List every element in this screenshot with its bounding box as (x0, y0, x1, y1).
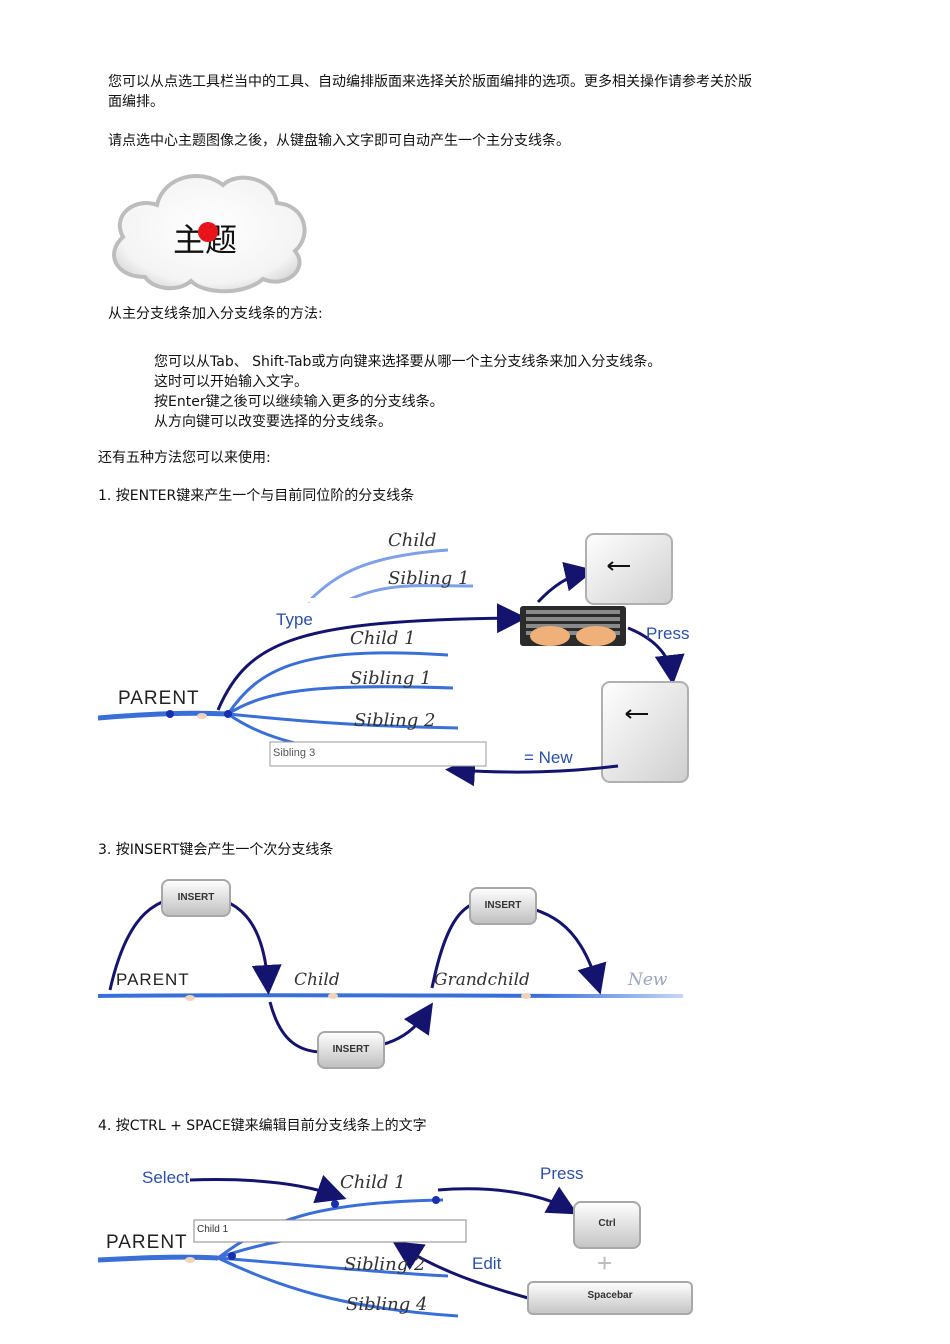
branch-sibling4 (217, 1256, 459, 1318)
label-new: New (628, 970, 668, 990)
select-arrow (189, 1174, 347, 1204)
insert-diagram-svg (97, 879, 684, 1069)
label-new: = New (524, 748, 573, 767)
label-press: Press (540, 1164, 584, 1183)
plus-sign: + (597, 1248, 613, 1278)
label-parent: PARENT (118, 688, 200, 709)
section4-title: 4. 按CTRL + SPACE键来编辑目前分支线条上的文字 (98, 1118, 427, 1134)
press-arrow (437, 1186, 578, 1215)
label-child1: Child 1 (350, 628, 416, 649)
label-child-top: Child (388, 530, 437, 551)
spacebar-key-label: Spacebar (587, 1290, 633, 1301)
label-sibling1: Sibling 1 (350, 668, 432, 689)
method-item: 按Enter键之後可以继续输入更多的分支线条。 (154, 394, 444, 410)
ctrl-key-label: Ctrl (598, 1218, 616, 1229)
left-hand-icon (530, 626, 570, 646)
section1-title: 1. 按ENTER键来产生一个与目前同位阶的分支线条 (98, 488, 415, 504)
insert-key-2-label: INSERT (332, 1044, 370, 1055)
red-dot-icon (198, 222, 218, 242)
label-sibling2: Sibling 2 (354, 710, 436, 731)
label-sibling4: Sibling 4 (346, 1294, 428, 1315)
method-list: 您可以从Tab、 Shift-Tab或方向键来选择要从哪一个主分支线条来加入分支… (154, 352, 794, 432)
cloud-figure: 主题 (105, 165, 315, 300)
label-press: Press (646, 624, 690, 643)
insert-key-1-label: INSERT (177, 892, 215, 903)
type-arrow (216, 603, 527, 711)
parent-branch (97, 1254, 219, 1263)
method-item: 您可以从Tab、 Shift-Tab或方向键来选择要从哪一个主分支线条来加入分支… (154, 354, 662, 370)
main-line (97, 993, 684, 998)
branch-sibling1-top (347, 584, 474, 602)
spacebar-key-icon (527, 1281, 693, 1315)
label-parent: PARENT (116, 970, 190, 989)
ctrl-key-icon (573, 1201, 641, 1249)
intro-line-1: 您可以从点选工具栏当中的工具、自动编排版面来选择关於版面编排的选项。更多相关操作… (108, 74, 752, 90)
press-arrow (627, 626, 685, 685)
branch-child-top (306, 548, 449, 604)
insert-key-2-icon (317, 1031, 385, 1069)
intro-line-2: 面编排。 (108, 94, 164, 110)
label-type: Type (276, 610, 313, 629)
insert-key-3-label: INSERT (484, 900, 522, 911)
label-grandchild: Grandchild (434, 970, 530, 990)
arrow-to-enter-key (536, 561, 595, 604)
method-heading: 从主分支线条加入分支线条的方法: (108, 306, 323, 322)
method-item: 这时可以开始输入文字。 (154, 374, 308, 390)
diagram-enter: Child Sibling 1 Type Child 1 Sibling 1 S… (97, 520, 698, 800)
edit-arrow (392, 1241, 529, 1300)
insert-key-3-icon (469, 887, 537, 925)
intro-paragraph: 您可以从点选工具栏当中的工具、自动编排版面来选择关於版面编排的选项。更多相关操作… (108, 72, 848, 112)
method-item: 从方向键可以改变要选择的分支线条。 (154, 414, 392, 430)
label-edit: Edit (472, 1254, 502, 1273)
insert-key-1-icon (161, 879, 231, 917)
intro-line-3: 请点选中心主题图像之後，从键盘输入文字即可自动产生一个主分支线条。 (108, 133, 570, 149)
five-methods-text: 还有五种方法您可以来使用: (98, 450, 271, 466)
enter-key-bottom-icon (601, 681, 689, 783)
branch-sibling2 (227, 712, 459, 730)
branch-child1 (217, 1198, 444, 1260)
diagram-ctrl-space: Select Child 1 Press PARENT Child 1 Sibl… (97, 1160, 708, 1340)
branch-sibling2 (217, 1256, 449, 1278)
label-child: Child (294, 970, 340, 990)
node-marker (328, 993, 338, 999)
sibling3-input (269, 741, 487, 767)
ctrl-space-diagram-svg (97, 1174, 693, 1318)
sibling3-input-value[interactable]: Sibling 3 (273, 747, 316, 759)
branch-child1 (226, 651, 449, 715)
label-parent: PARENT (106, 1232, 188, 1253)
node-dot (224, 710, 232, 718)
node-marker (185, 995, 195, 1001)
label-sibling2: Sibling 2 (344, 1254, 426, 1275)
node-dot (166, 710, 174, 718)
child1-input-value[interactable]: Child 1 (197, 1224, 229, 1235)
enter-key-top-icon (585, 533, 673, 605)
node-marker (185, 1257, 195, 1263)
branch-sibling1 (227, 685, 454, 716)
child1-input (193, 1219, 467, 1243)
node-dot (331, 1200, 339, 1208)
node-dot (432, 1196, 440, 1204)
section3-title: 3. 按INSERT键会产生一个次分支线条 (98, 842, 334, 858)
label-select: Select (142, 1168, 190, 1187)
node-marker (197, 713, 207, 719)
node-marker (521, 993, 531, 999)
node-dot (228, 1252, 236, 1260)
label-child1: Child 1 (340, 1172, 406, 1193)
label-sibling1-top: Sibling 1 (388, 568, 470, 589)
new-arrow (445, 756, 619, 787)
right-hand-icon (576, 626, 616, 646)
diagram-insert: INSERT INSERT INSERT PARENT Child Grandc… (97, 870, 698, 1080)
enter-diagram-svg (97, 533, 689, 787)
parent-branch (97, 710, 229, 721)
